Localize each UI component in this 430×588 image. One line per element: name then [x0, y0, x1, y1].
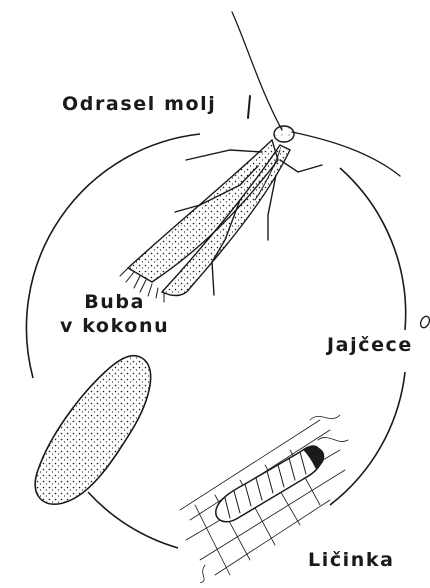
- label-egg: Jajčece: [327, 333, 413, 357]
- label-larva: Ličinka: [308, 548, 395, 572]
- label-pupa: Buba v kokonu: [60, 290, 169, 338]
- cycle-arc-right: [340, 168, 406, 330]
- cycle-arc-right-low: [330, 372, 405, 505]
- label-pupa-line2: v kokonu: [60, 314, 169, 338]
- label-pupa-line1: Buba: [60, 290, 169, 314]
- adult-moth-illustration: [120, 12, 400, 302]
- egg-illustration: [419, 315, 430, 329]
- cycle-arc-bottom: [88, 492, 178, 548]
- label-adult-moth: Odrasel molj: [62, 92, 216, 116]
- pupa-cocoon-illustration: [35, 356, 150, 505]
